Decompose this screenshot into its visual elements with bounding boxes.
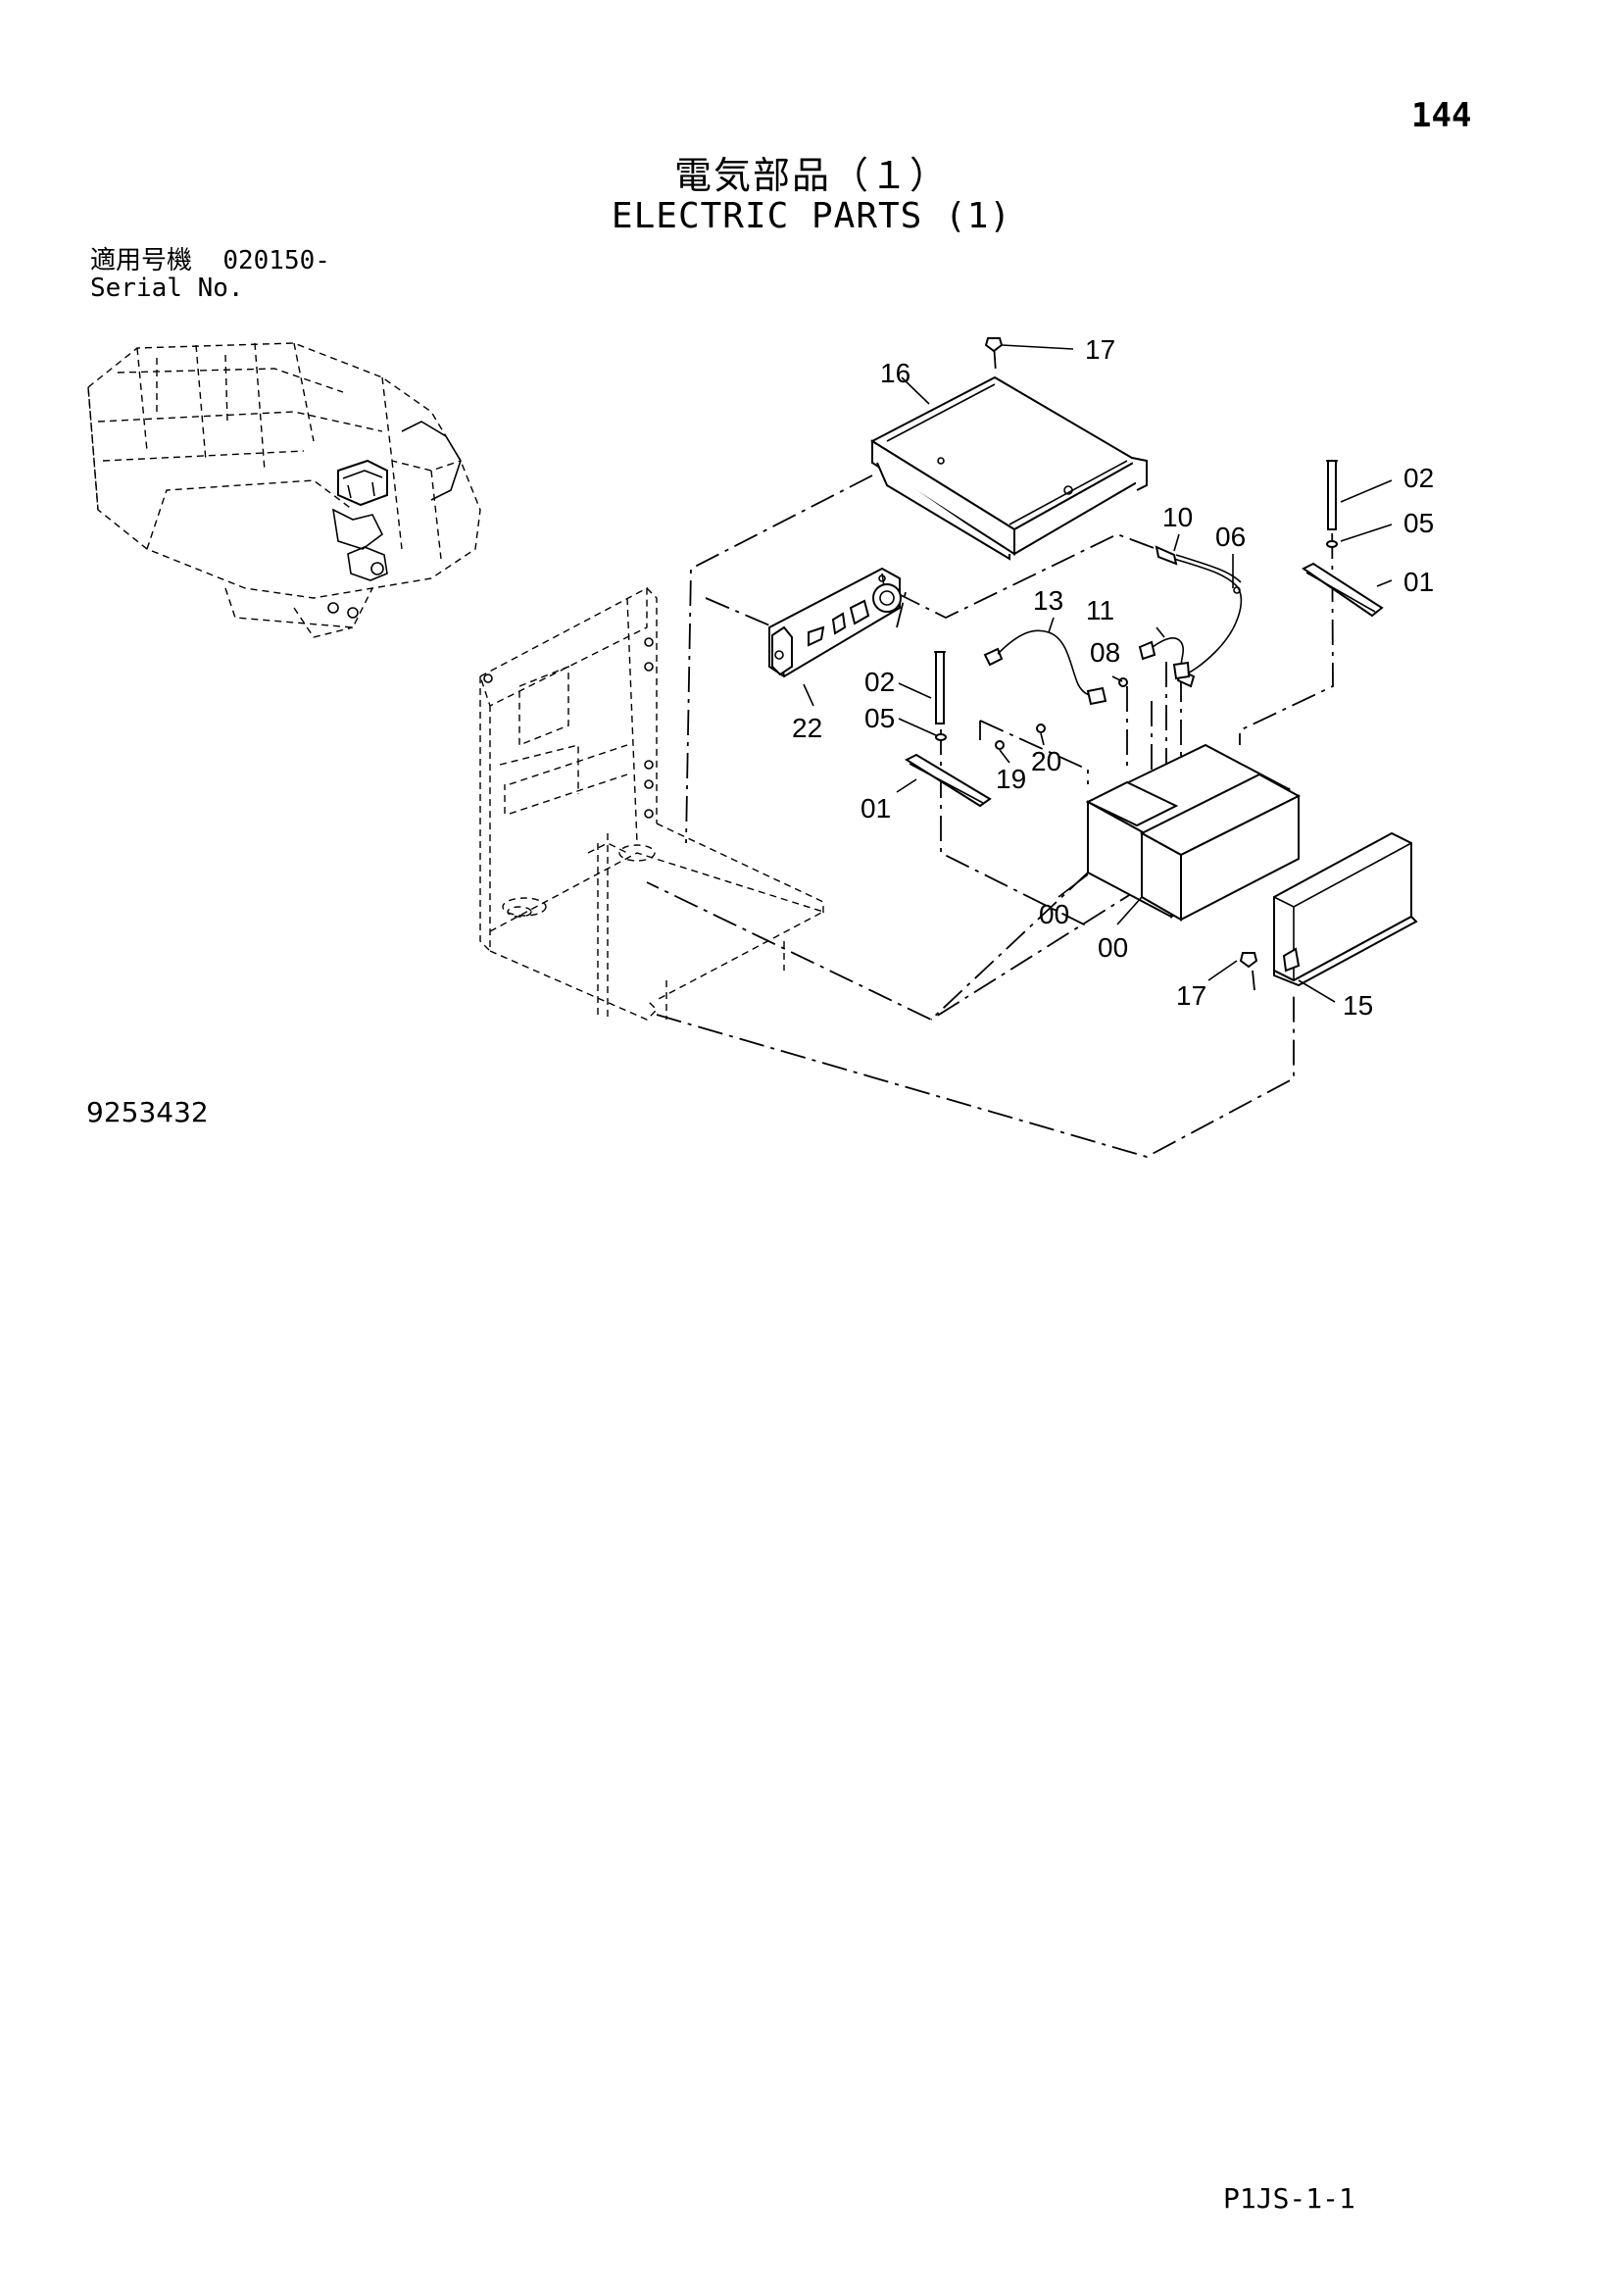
page-number: 144 (1411, 96, 1472, 135)
callout-19: 19 (996, 764, 1026, 794)
serial-label-jp: 適用号機 (90, 246, 193, 275)
callout-06: 06 (1215, 522, 1246, 552)
callout-08: 08 (1090, 637, 1120, 668)
drawing-number: 9253432 (86, 1096, 209, 1128)
serial-row-jp: 適用号機 020150- (90, 247, 330, 275)
serial-label-en: Serial No. (90, 274, 244, 303)
part-16-cover (869, 375, 1148, 561)
part-02-05-01-left (904, 651, 992, 808)
callout-20: 20 (1031, 746, 1061, 776)
callout-02-right: 02 (1403, 463, 1434, 493)
part-17-bolt-top (984, 337, 1004, 353)
callout-11: 11 (1086, 595, 1114, 625)
serial-block: 適用号機 020150- Serial No. (90, 247, 330, 302)
callout-15: 15 (1343, 990, 1373, 1021)
callout-00-rear: 00 (1039, 899, 1069, 929)
page-code: P1JS-1-1 (1223, 2182, 1355, 2215)
leader-lines (803, 344, 1393, 1003)
part-02-05-01-right (1302, 460, 1384, 618)
title-english: ELECTRIC PARTS (1) (611, 196, 1012, 236)
small-fasteners (995, 677, 1128, 750)
callout-22: 22 (792, 713, 822, 743)
callout-16: 16 (880, 358, 910, 388)
part-17-bolt-lower (1239, 952, 1258, 969)
part-11-cable (1138, 637, 1191, 680)
callout-01-left: 01 (861, 793, 891, 824)
callout-17-top: 17 (1085, 334, 1115, 365)
part-10-06-cable (1155, 545, 1243, 688)
callout-10: 10 (1162, 502, 1193, 532)
part-13-cable (983, 629, 1107, 706)
cab-frame (479, 586, 825, 1021)
callout-00-front: 00 (1098, 932, 1128, 963)
callout-01-right: 01 (1403, 567, 1434, 597)
callout-17-lower: 17 (1176, 980, 1206, 1011)
title-japanese: 電気部品（１） (673, 154, 949, 197)
callout-05-right: 05 (1403, 508, 1434, 538)
machine-overview-sketch (87, 342, 481, 638)
callout-13: 13 (1033, 585, 1063, 616)
callout-labels: 17 16 02 05 01 10 06 13 11 08 02 05 22 1… (792, 334, 1434, 1021)
part-00-battery-left (1085, 780, 1179, 827)
callout-05-left: 05 (864, 703, 895, 733)
part-22-panel (768, 567, 902, 678)
part-00-battery-front (1139, 773, 1302, 922)
callout-02-left: 02 (864, 667, 895, 697)
serial-value: 020150- (222, 246, 330, 275)
part-15-bracket (1273, 831, 1418, 987)
